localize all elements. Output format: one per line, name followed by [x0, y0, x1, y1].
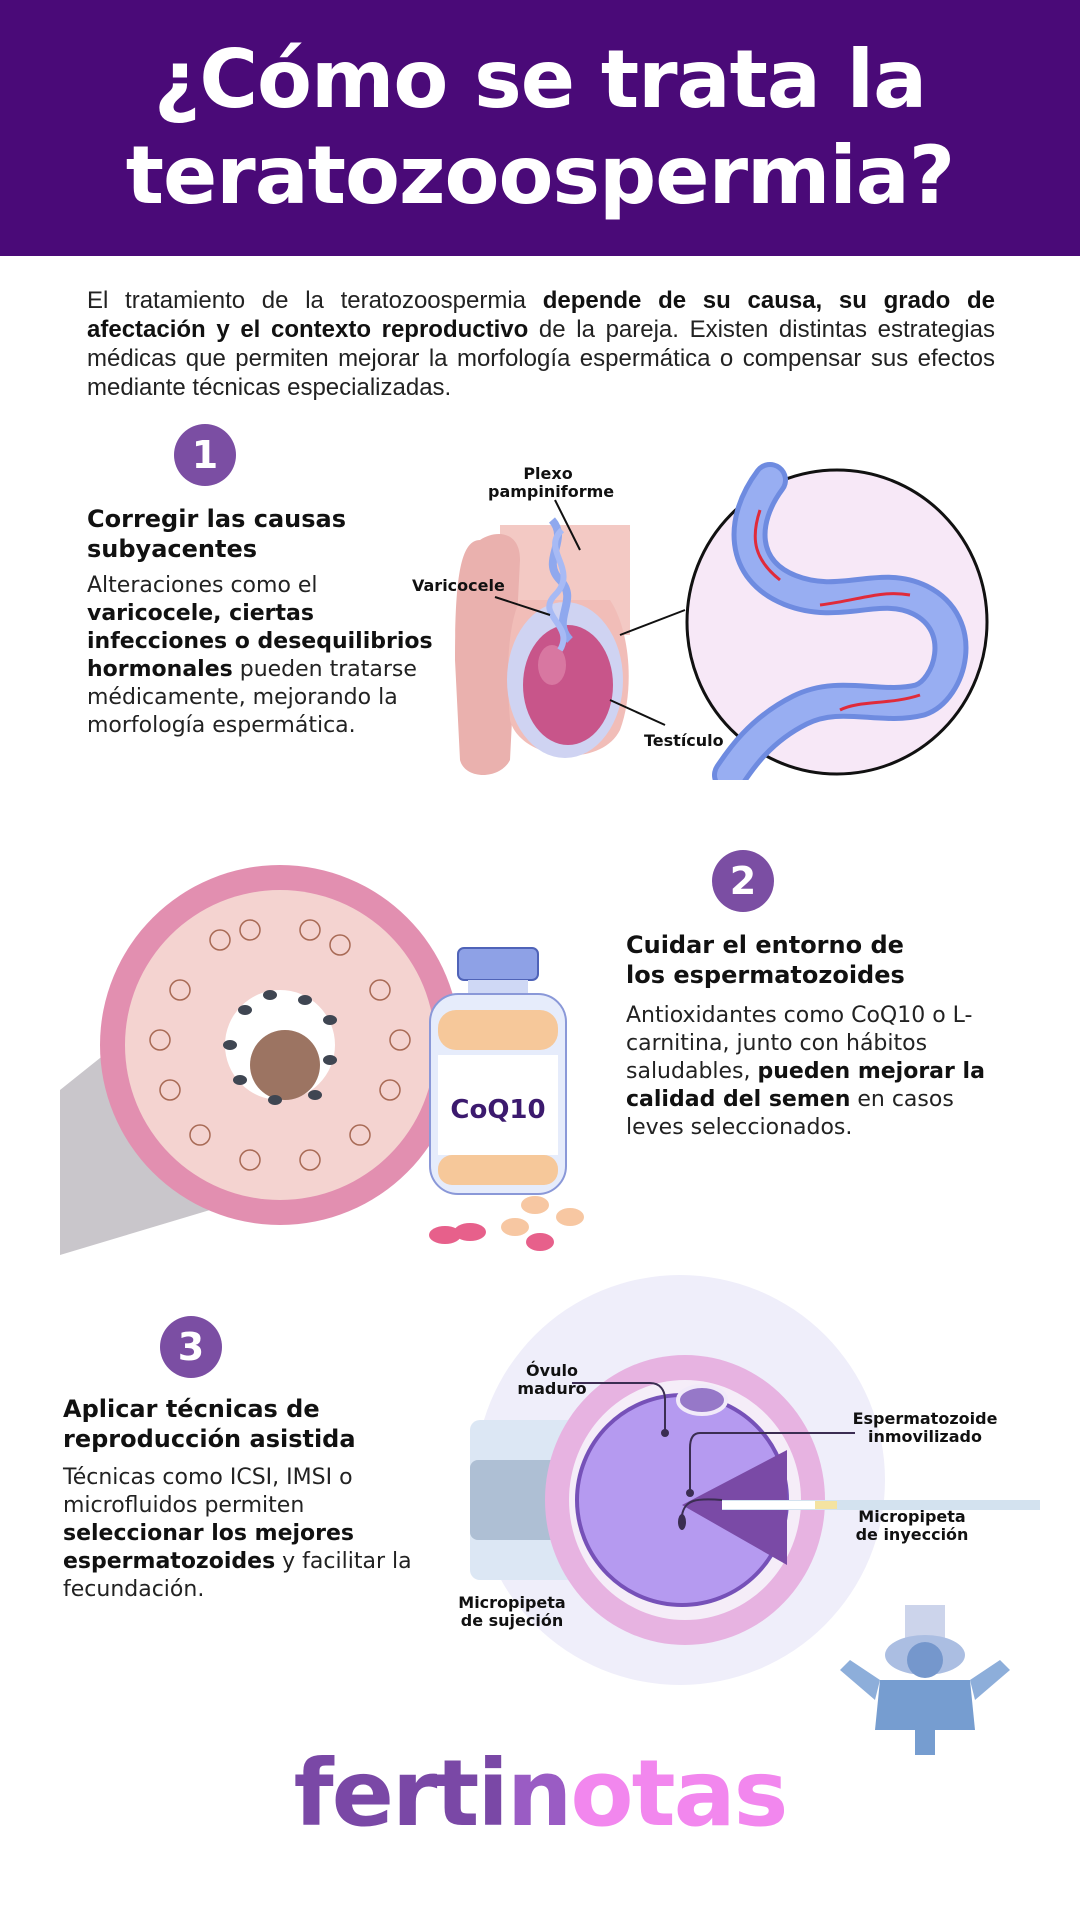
- label-micropipeta-inyeccion: Micropipeta de inyección: [855, 1507, 969, 1544]
- varicocele-illustration: [455, 462, 989, 780]
- bottle-label: CoQ10: [450, 1095, 545, 1125]
- page-title: ¿Cómo se trata la teratozoospermia?: [125, 33, 955, 222]
- page-header: ¿Cómo se trata la teratozoospermia?: [0, 0, 1080, 256]
- step-3-title: Aplicar técnicas de reproducción asistid…: [63, 1395, 356, 1453]
- label-testiculo: Testículo: [644, 731, 724, 750]
- intro-paragraph: El tratamiento de la teratozoospermia de…: [87, 287, 995, 401]
- step-2-body: Antioxidantes como CoQ10 o L-carnitina, …: [626, 1003, 985, 1140]
- step-1-title: Corregir las causas subyacentes: [87, 505, 346, 563]
- label-micropipeta-sujecion: Micropipeta de sujeción: [458, 1593, 566, 1630]
- seminiferous-tubule-illustration: CoQ10: [60, 865, 584, 1255]
- label-ovulo-maduro: Óvulo maduro: [517, 1361, 587, 1398]
- step-1-badge: 1: [174, 424, 236, 486]
- icsi-illustration: [470, 1275, 1040, 1755]
- step-2-title: Cuidar el entorno de los espermatozoides: [626, 931, 905, 989]
- step-1-body: Alteraciones como el varicocele, ciertas…: [87, 573, 433, 738]
- label-varicocele: Varicocele: [412, 576, 505, 595]
- label-espermatozoide-inmovilizado: Espermatozoide inmovilizado: [852, 1409, 998, 1446]
- label-plexo-pampiniforme: Plexo pampiniforme: [488, 464, 615, 501]
- step-3-badge: 3: [160, 1316, 222, 1378]
- fertinotas-logo: fertinotas: [293, 1740, 789, 1847]
- step-3-body: Técnicas como ICSI, IMSI o microfluidos …: [63, 1465, 412, 1602]
- step-2-badge: 2: [712, 850, 774, 912]
